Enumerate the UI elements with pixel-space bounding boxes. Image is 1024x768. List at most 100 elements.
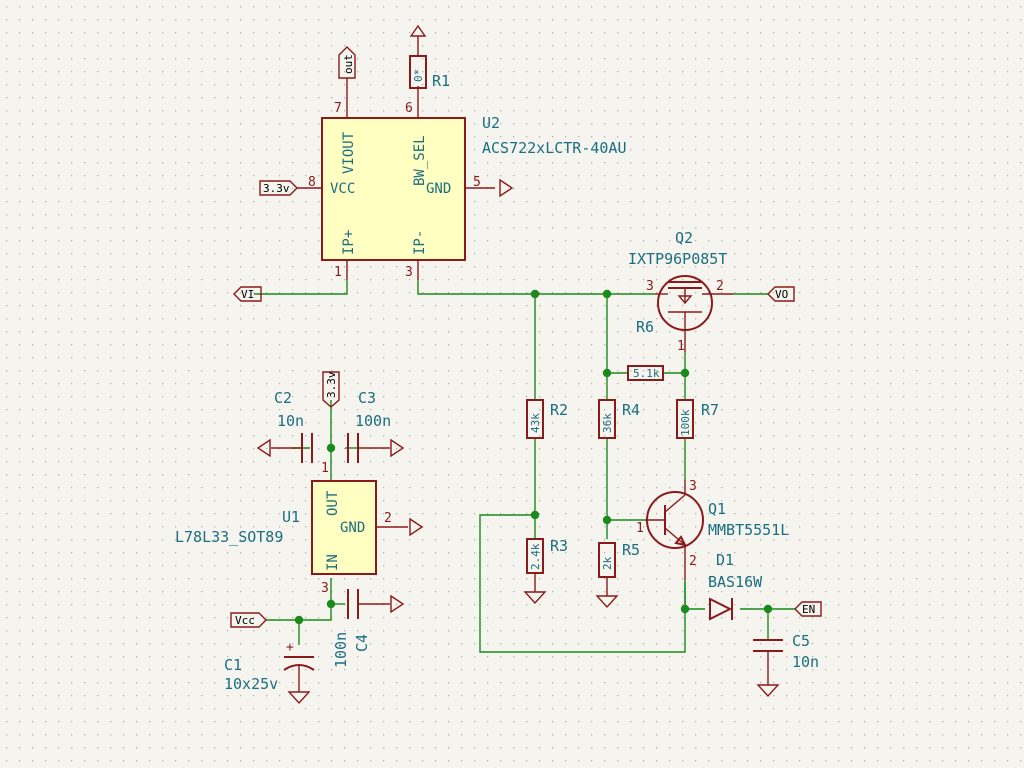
u1-value: L78L33_SOT89	[175, 528, 283, 546]
u2-pin-ip-minus: IP-	[412, 230, 428, 255]
u1-pinnum-in: 3	[321, 581, 329, 596]
q1-pinnum-base: 1	[636, 521, 644, 536]
u2-ref: U2	[482, 114, 500, 132]
u2-pin-bw-sel: BW_SEL	[412, 135, 428, 186]
capacitor-c4[interactable]: 100n C4	[332, 589, 405, 668]
transistor-q1[interactable]: Q1 MMBT5551L 1 3 2	[636, 479, 789, 580]
d1-ref: D1	[716, 551, 734, 569]
c4-ref: C4	[353, 634, 371, 652]
q2-pinnum-gate: 1	[677, 339, 685, 354]
ic-u2[interactable]: U2 ACS722xLCTR-40AU VIOUT BW_SEL VCC GND…	[297, 78, 627, 280]
capacitor-c3[interactable]: C3 100n	[347, 389, 405, 463]
junction-dot	[763, 604, 773, 614]
global-label-vi-text: VI	[241, 288, 254, 301]
r2-ref: R2	[550, 401, 568, 419]
u2-pin-ip-plus: IP+	[341, 230, 357, 255]
r1-value: 0*	[412, 69, 425, 82]
u1-pinnum-out: 1	[321, 461, 329, 476]
r5-value: 2k	[601, 556, 614, 570]
capacitor-c5[interactable]: C5 10n	[753, 632, 819, 698]
u2-pin-vcc: VCC	[330, 181, 355, 197]
u1-ref: U1	[282, 508, 300, 526]
junction-dot	[602, 289, 612, 299]
c4-value: 100n	[332, 632, 350, 668]
junction-dot	[530, 289, 540, 299]
global-label-3v3-u2-text: 3.3v	[263, 182, 290, 195]
u2-pinnum-bw-sel: 6	[405, 101, 413, 116]
junction-dot	[680, 368, 690, 378]
u2-pinnum-ip-minus: 3	[405, 265, 413, 280]
q1-pinnum-collector: 3	[689, 479, 697, 494]
junction-dot	[602, 368, 612, 378]
c3-value: 100n	[355, 412, 391, 430]
u2-pinnum-gnd: 5	[473, 175, 481, 190]
capacitor-c1[interactable]: + C1 10x25v	[224, 640, 315, 705]
resistor-r6[interactable]: 5.1k R6	[627, 318, 664, 381]
global-label-vcc-text: Vcc	[235, 614, 255, 627]
c5-value: 10n	[792, 653, 819, 671]
junctions	[294, 289, 773, 625]
q1-value: MMBT5551L	[708, 521, 789, 539]
mosfet-q2[interactable]: Q2 IXTP96P085T 3 2 1	[628, 229, 733, 354]
resistor-r4[interactable]: 36k R4	[598, 399, 640, 439]
r6-value: 5.1k	[633, 367, 660, 380]
r2-value: 43k	[529, 413, 542, 433]
q2-pinnum-source: 3	[646, 279, 654, 294]
u2-value: ACS722xLCTR-40AU	[482, 139, 627, 157]
r5-ref: R5	[622, 541, 640, 559]
global-label-3v3-u2[interactable]: 3.3v	[259, 180, 298, 196]
regulator-u1[interactable]: OUT GND IN 1 2 3 U1 L78L33_SOT89	[175, 461, 424, 596]
global-label-vo-text: VO	[775, 288, 788, 301]
capacitor-c2[interactable]: C2 10n	[256, 389, 313, 463]
c1-polarity: +	[286, 640, 294, 655]
u1-pinnum-gnd: 2	[384, 511, 392, 526]
q2-value: IXTP96P085T	[628, 250, 727, 268]
junction-dot	[294, 615, 304, 625]
global-label-3v3-u1[interactable]: 3.3v	[322, 371, 340, 408]
u2-pin-gnd: GND	[426, 181, 451, 197]
r4-value: 36k	[601, 413, 614, 433]
c2-ref: C2	[274, 389, 292, 407]
global-label-out-text: out	[342, 54, 355, 74]
global-label-vo[interactable]: VO	[767, 286, 795, 302]
u2-pinnum-viout: 7	[334, 101, 342, 116]
u2-pinnum-vcc: 8	[308, 175, 316, 190]
c2-value: 10n	[277, 412, 304, 430]
global-label-en[interactable]: EN	[794, 601, 822, 617]
q2-ref: Q2	[675, 229, 693, 247]
diode-d1[interactable]: D1 BAS16W	[708, 551, 763, 621]
global-label-3v3-u1-text: 3.3v	[325, 371, 338, 398]
c1-ref: C1	[224, 656, 242, 674]
global-label-vi[interactable]: VI	[233, 286, 262, 302]
u1-pin-out: OUT	[325, 490, 341, 516]
global-label-en-text: EN	[802, 603, 815, 616]
u2-pin-viout: VIOUT	[341, 131, 357, 174]
q2-pinnum-drain: 2	[716, 279, 724, 294]
q1-pinnum-emitter: 2	[689, 554, 697, 569]
c1-value: 10x25v	[224, 675, 278, 693]
u1-pin-in: IN	[325, 554, 341, 571]
junction-dot	[326, 599, 336, 609]
global-label-out[interactable]: out	[338, 46, 356, 79]
r3-value: 2.4k	[529, 543, 542, 570]
resistor-r7[interactable]: 100k R7	[676, 399, 719, 439]
c5-ref: C5	[792, 632, 810, 650]
resistor-r1[interactable]: 0* R1	[409, 24, 450, 90]
r4-ref: R4	[622, 401, 640, 419]
r7-value: 100k	[679, 409, 692, 436]
junction-dot	[326, 443, 336, 453]
global-label-vcc[interactable]: Vcc	[230, 612, 267, 628]
ground-symbol-u2	[499, 178, 514, 198]
resistor-r2[interactable]: 43k R2	[526, 399, 568, 439]
u1-pin-gnd: GND	[340, 520, 365, 536]
junction-dot	[680, 604, 690, 614]
resistor-r3[interactable]: 2.4k R3	[523, 537, 568, 605]
r3-ref: R3	[550, 537, 568, 555]
d1-value: BAS16W	[708, 573, 763, 591]
r7-ref: R7	[701, 401, 719, 419]
c3-ref: C3	[358, 389, 376, 407]
resistor-r5[interactable]: 2k R5	[595, 541, 640, 609]
junction-dot	[530, 510, 540, 520]
